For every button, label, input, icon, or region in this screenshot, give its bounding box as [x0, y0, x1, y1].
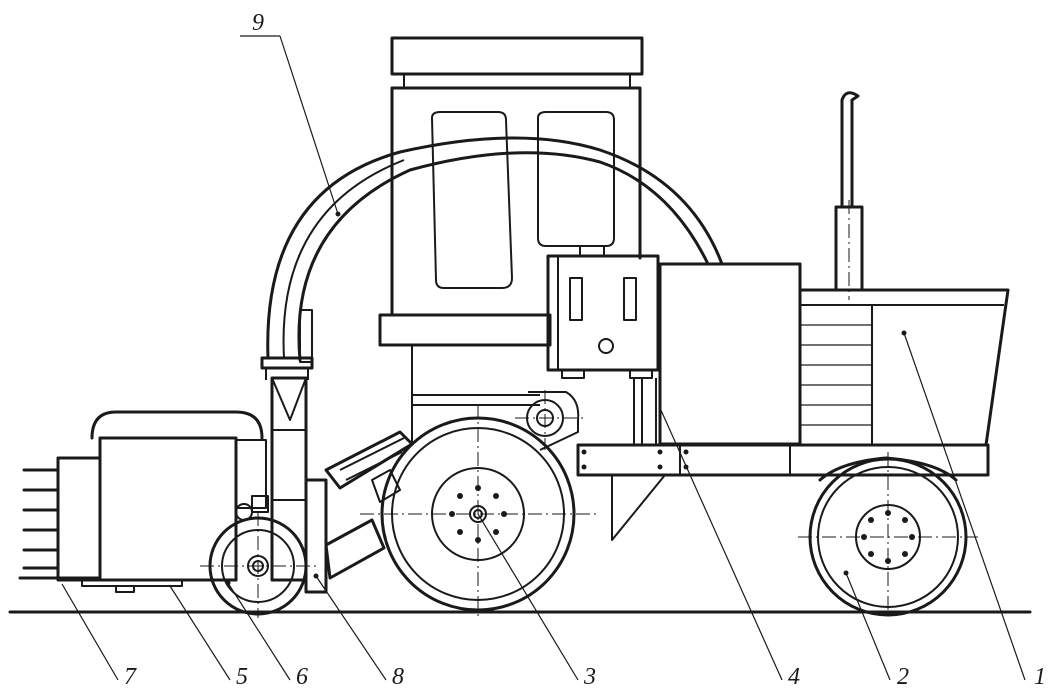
label-4: 4 [788, 664, 800, 690]
storage-box [658, 262, 802, 446]
label-9: 9 [252, 10, 264, 36]
exhaust-pipe [834, 91, 864, 300]
label-8: 8 [392, 664, 404, 690]
label-2: 2 [897, 664, 909, 690]
support-wheel [200, 512, 316, 618]
hydraulic-tank [546, 254, 660, 379]
label-6: 6 [296, 664, 308, 690]
collector-unit [18, 410, 267, 593]
label-7: 7 [124, 664, 137, 690]
discharge-hose [260, 136, 724, 380]
label-3: 3 [583, 664, 596, 690]
engine-hood [798, 288, 1010, 447]
label-5: 5 [236, 664, 248, 690]
front-wheel [798, 452, 978, 620]
rear-wheel [360, 404, 596, 620]
leader-lines [61, 35, 1026, 681]
blower-duct [235, 376, 328, 594]
tractor-cabin [378, 36, 644, 451]
hitch-linkage [324, 430, 414, 580]
label-1: 1 [1034, 664, 1046, 690]
tractor-frame [576, 378, 990, 541]
